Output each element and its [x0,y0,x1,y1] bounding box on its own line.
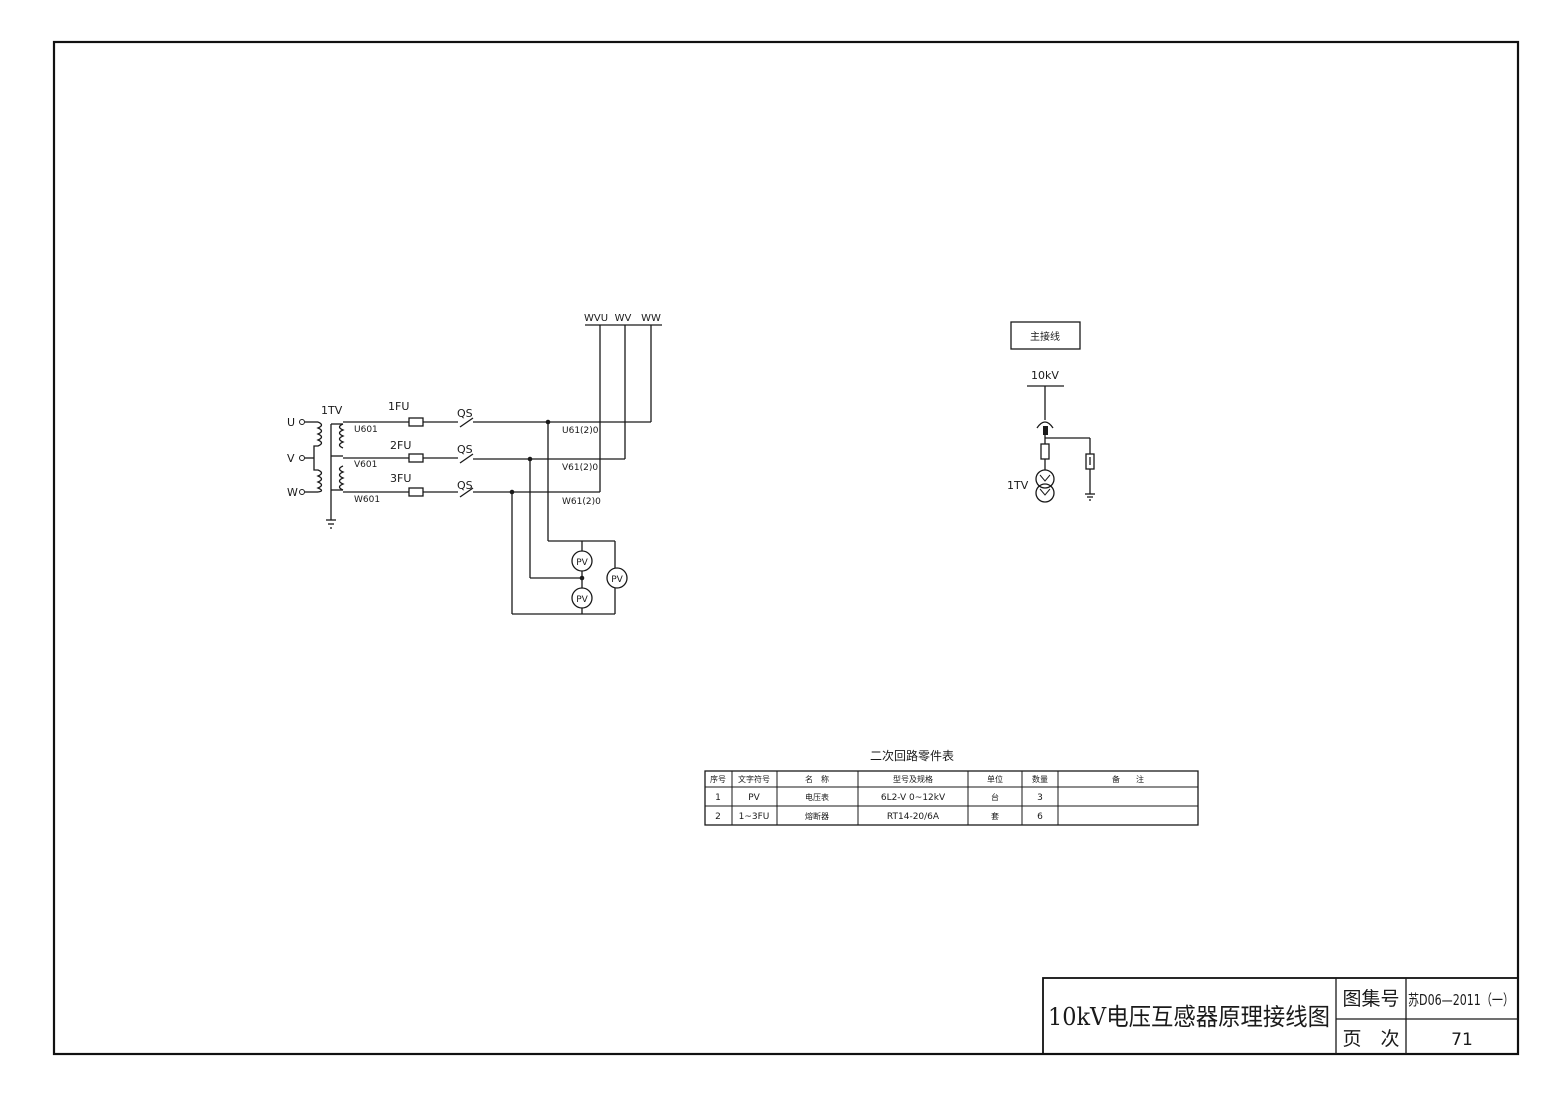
switch-label-qs-1: QS [457,407,473,420]
table-cell: 1~3FU [739,812,770,822]
voltage-label: 10kV [1031,369,1059,382]
fuse-label-3fu: 3FU [390,472,411,485]
main-wiring-box [1010,321,1081,350]
table-header: 名 称 [805,774,829,784]
voltmeter-pv-1-icon [571,550,593,572]
fuse-label-2fu: 2FU [390,439,411,452]
table-header: 备 注 [1112,774,1144,784]
sl-transformer-label: 1TV [1007,479,1029,492]
fuse-2fu-icon [408,453,424,463]
voltage-transformer-schematic: WVU WV WW U V W 1TV U601 [287,313,662,615]
main-wiring-label: 主接线 [1030,330,1060,343]
title-block-frame [1042,977,1519,1055]
wire-label-w61: W61(2)0 [562,497,601,507]
table-cell: 6 [1037,812,1043,822]
switch-label-qs-3: QS [457,479,473,492]
switch-label-qs-2: QS [457,443,473,456]
sl-fuse-icon [1040,443,1050,460]
phase-label-u: U [287,416,295,429]
transformer-label-1tv: 1TV [321,404,343,417]
phase-label-v: V [287,452,295,465]
table-cell: 台 [991,792,999,802]
table-cell: 熔断器 [805,811,829,821]
pt-winding-2-icon [1035,483,1055,503]
pt-winding-1-icon [1035,469,1055,489]
single-line-diagram: 主接线 10kV 1TV [1007,321,1095,503]
page-label: 页 次 [1342,1028,1399,1050]
pt-symbol-2 [1039,488,1051,496]
secondary-winding-2-icon [338,465,345,491]
voltmeter-pv-2-label: PV [576,595,588,605]
bus-label-wv: WV [615,313,632,324]
voltmeter-pv-1-label: PV [576,558,588,568]
table-header: 序号 [710,774,726,784]
atlas-number-label: 图集号 [1342,988,1399,1010]
wire-label-v61: V61(2)0 [562,463,598,473]
sheet-border [52,40,1520,1056]
table-header: 单位 [987,774,1003,784]
switch-qs-3-icon [459,487,474,498]
contact-block-icon [1043,426,1048,435]
fuse-label-1fu: 1FU [388,400,409,413]
secondary-winding-1-icon [338,423,345,449]
table-cell: PV [748,793,760,803]
bus-label-ww: WW [641,313,661,324]
table-header: 型号及规格 [893,774,933,784]
phase-label-w: W [287,486,298,499]
primary-winding-vw-icon [313,458,323,493]
bus-label-wvu: WVU [584,313,608,324]
table-header: 数量 [1032,774,1048,784]
atlas-number: 苏D06—2011（一） [1408,991,1514,1009]
table-cell: 套 [991,811,999,821]
table-header: 文字符号 [738,774,770,784]
voltmeter-pv-3-label: PV [611,575,623,585]
parts-table-frame [704,770,1199,826]
pt-symbol-1 [1039,474,1051,482]
junction-meters [579,575,585,581]
wire-label-v601: V601 [354,460,377,470]
fuse-1fu-icon [408,417,424,427]
drawing-title: 10kV电压互感器原理接线图 [1048,1003,1330,1031]
parts-table: 二次回路零件表 序号 文字符号 名 称 型号及规格 单位 数量 备 注 1 PV… [704,748,1199,826]
table-cell: RT14-20/6A [887,812,940,822]
table-cell: 3 [1037,793,1043,803]
table-cell: 2 [715,812,721,822]
page-number: 71 [1451,1030,1473,1050]
disconnector-arc-icon [1036,421,1054,429]
voltmeter-pv-2-icon [571,587,593,609]
switch-qs-2-icon [459,453,474,464]
voltmeter-pv-3-icon [606,567,628,589]
table-cell: 6L2-V 0~12kV [881,793,946,803]
title-block: 10kV电压互感器原理接线图 图集号 苏D06—2011（一） 页 次 71 [1042,977,1519,1055]
wire-label-w601: W601 [354,495,380,505]
table-cell: 1 [715,793,721,803]
terminal-w [299,489,305,495]
primary-winding-uv-icon [313,421,323,458]
terminal-u [299,419,305,425]
switch-qs-1-icon [459,417,474,428]
wire-label-u601: U601 [354,425,378,435]
parts-table-caption: 二次回路零件表 [870,748,954,763]
fuse-3fu-icon [408,487,424,497]
wire-label-u61: U61(2)0 [562,426,599,436]
terminal-v [299,455,305,461]
table-cell: 电压表 [805,792,829,802]
